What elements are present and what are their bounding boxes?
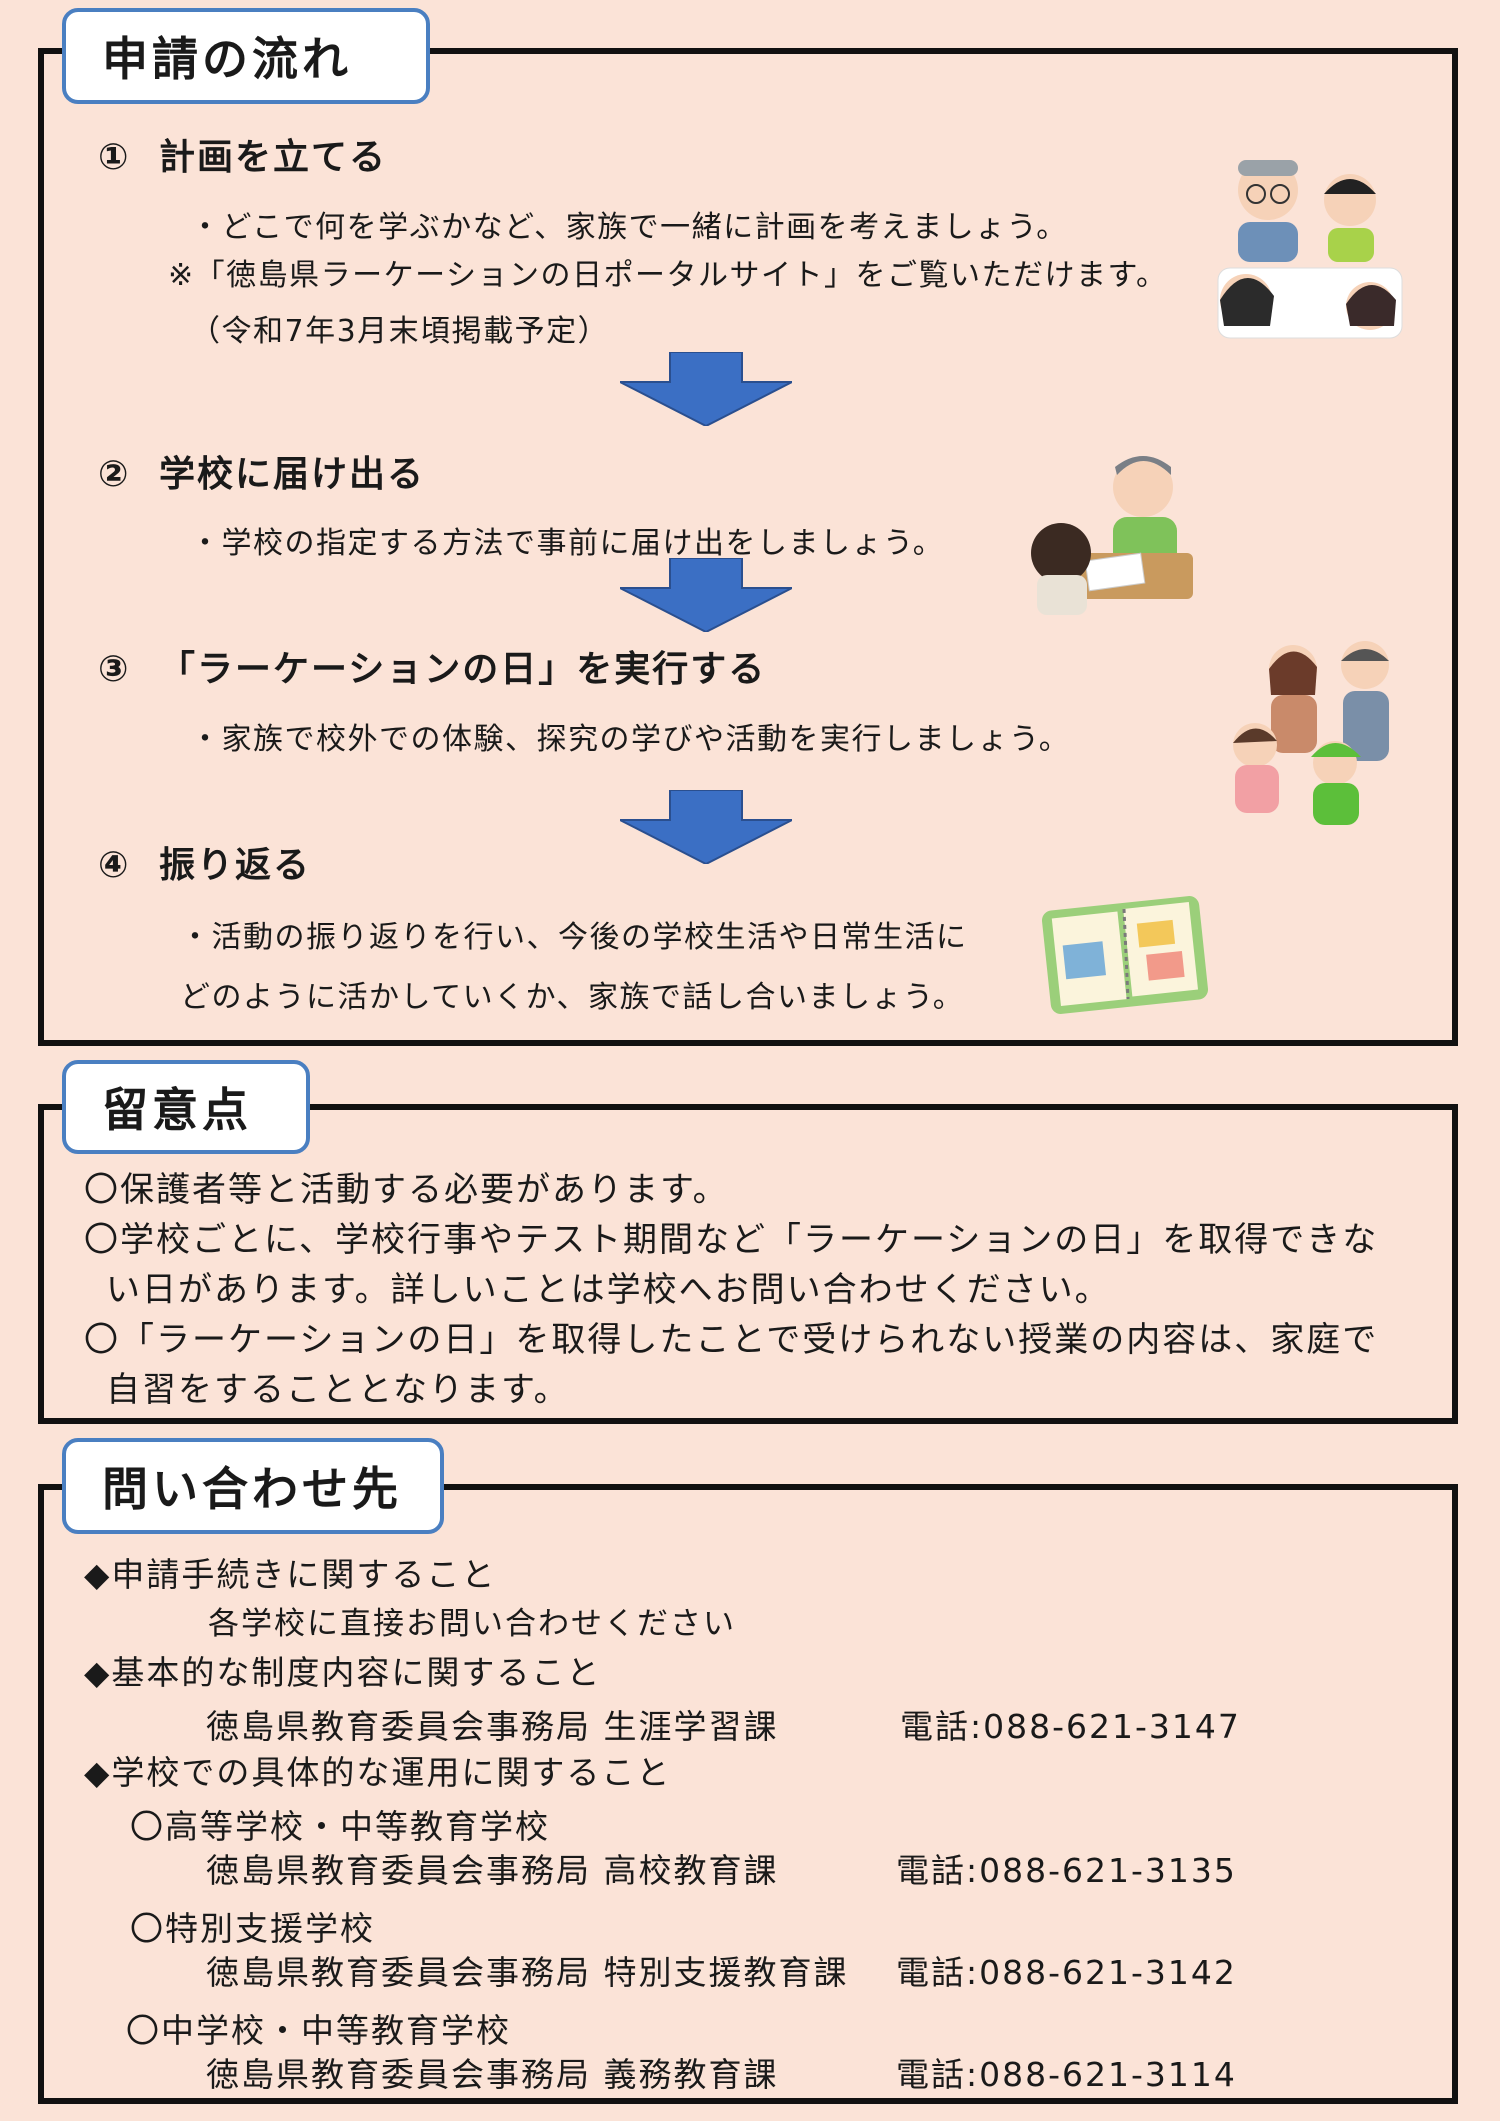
reflection-notebook-illustration [1041, 896, 1209, 1014]
step-2-line-1: ・学校の指定する方法で事前に届け出をしましょう。 [190, 526, 945, 561]
procedure-text: 各学校に直接お問い合わせください [208, 1606, 736, 1642]
notes-section [38, 1104, 1458, 1424]
family-planning-illustration [1217, 160, 1403, 339]
operation-phone-3: 電話:088-621-3114 [896, 2055, 1237, 2094]
step-3-title: ③ 「ラーケーションの日」を実行する [98, 649, 767, 690]
note-line-1: 〇保護者等と活動する必要があります。 [84, 1170, 729, 1210]
note-line-2: 〇学校ごとに、学校行事やテスト期間など「ラーケーションの日」を取得できな [84, 1220, 1379, 1260]
flow-arrow-1 [620, 352, 792, 426]
step-2-number: ② [98, 454, 131, 495]
operation-title: ◆学校での具体的な運用に関すること [84, 1753, 672, 1792]
school-submission-illustration [1031, 456, 1193, 615]
step-2-title: ② 学校に届け出る [98, 454, 426, 495]
note-line-4: 〇「ラーケーションの日」を取得したことで受けられない授業の内容は、家庭で [84, 1320, 1379, 1360]
step-1-line-3: （令和7年3月末頃掲載予定） [190, 314, 610, 349]
operation-school-2: 〇特別支援学校 [130, 1909, 375, 1948]
notes-heading: 留意点 [62, 1060, 310, 1154]
flow-heading: 申請の流れ [62, 8, 430, 104]
flow-arrow-2 [620, 558, 792, 632]
system-title: ◆基本的な制度内容に関すること [84, 1653, 602, 1692]
note-line-5: 自習をすることとなります。 [106, 1370, 570, 1410]
step-4-line-1: ・活動の振り返りを行い、今後の学校生活や日常生活に [180, 920, 968, 955]
procedure-title: ◆申請手続きに関すること [84, 1555, 497, 1594]
step-4-line-2: どのように活かしていくか、家族で話し合いましょう。 [180, 980, 965, 1015]
step-1-line-1: ・どこで何を学ぶかなど、家族で一緒に計画を考えましょう。 [190, 210, 1068, 245]
system-office: 徳島県教育委員会事務局 生涯学習課 [206, 1707, 779, 1746]
step-1-number: ① [98, 137, 131, 178]
operation-office-1: 徳島県教育委員会事務局 高校教育課 [206, 1851, 779, 1890]
family-outing-illustration [1233, 641, 1389, 825]
step-1-line-2: ※「徳島県ラーケーションの日ポータルサイト」をご覧いただけます。 [168, 258, 1168, 293]
step-3-number: ③ [98, 649, 131, 690]
operation-phone-2: 電話:088-621-3142 [896, 1953, 1237, 1992]
flow-arrow-3 [620, 790, 792, 864]
note-line-3: い日があります。詳しいことは学校へお問い合わせください。 [106, 1270, 1111, 1310]
step-3-line-1: ・家族で校外での体験、探究の学びや活動を実行しましょう。 [190, 722, 1071, 757]
system-phone: 電話:088-621-3147 [900, 1707, 1241, 1746]
step-4-number: ④ [98, 845, 131, 886]
step-4-title: ④ 振り返る [98, 845, 312, 886]
contact-section [38, 1484, 1458, 2104]
operation-phone-1: 電話:088-621-3135 [896, 1851, 1237, 1890]
flow-section [38, 48, 1458, 1046]
operation-school-1: 〇高等学校・中等教育学校 [130, 1807, 550, 1846]
step-1-title: ① 計画を立てる [98, 137, 388, 178]
operation-office-2: 徳島県教育委員会事務局 特別支援教育課 [206, 1953, 849, 1992]
contact-heading: 問い合わせ先 [62, 1438, 444, 1534]
operation-school-3: 〇中学校・中等教育学校 [126, 2011, 511, 2050]
operation-office-3: 徳島県教育委員会事務局 義務教育課 [206, 2055, 779, 2094]
